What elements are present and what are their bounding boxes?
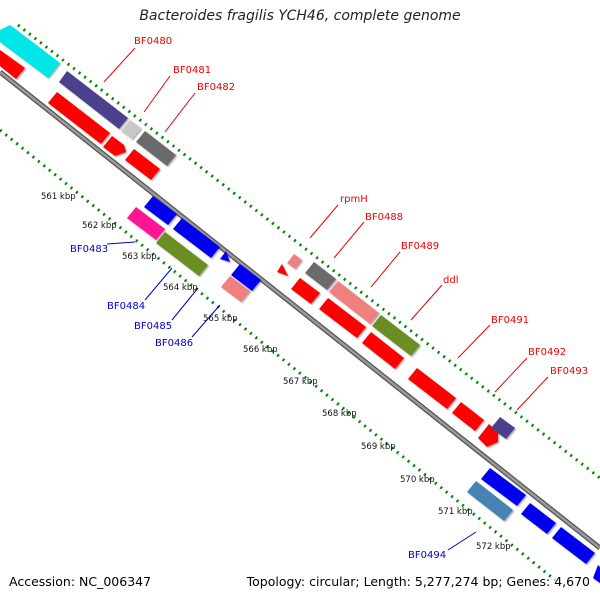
feature-ddl-block	[372, 315, 420, 356]
feature-red-outer-6	[362, 332, 404, 369]
gene-label-bf0486: BF0486	[155, 338, 193, 349]
tick-label: 563 kbp	[122, 252, 157, 262]
leader-rpmh	[309, 204, 339, 239]
map-title: Bacteroides fragilis YCH46, complete gen…	[139, 8, 461, 24]
gene-label-rpmh: rpmH	[340, 194, 368, 205]
tick-label: 568 kbp	[322, 409, 357, 419]
gene-label-bf0494: BF0494	[408, 550, 446, 561]
feature-bf0494-block	[467, 481, 513, 521]
leader-ddl	[410, 284, 443, 321]
topology-text: Topology: circular; Length: 5,277,274 bp…	[246, 574, 590, 589]
leader-bf0494	[447, 531, 477, 551]
leader-bf0489	[370, 251, 401, 288]
feature-red-arrow-2	[478, 424, 498, 447]
feature-blue-4	[481, 468, 526, 506]
feature-bf0484-block	[156, 232, 208, 276]
gene-label-bf0493: BF0493	[550, 366, 588, 377]
leader-bf0481	[143, 75, 171, 113]
feature-blue-2	[173, 218, 220, 258]
tick-label: 572 kbp	[476, 542, 511, 552]
gene-label-ddl: ddl	[443, 275, 458, 286]
leader-bf0484	[144, 267, 173, 301]
feature-red-outer-3	[125, 149, 160, 180]
leader-bf0485	[171, 287, 199, 321]
feature-bf0489-block	[329, 281, 379, 324]
tick-label: 571 kbp	[438, 507, 473, 517]
feature-rpmh-block	[287, 254, 302, 269]
tick-label: 567 kbp	[283, 377, 318, 387]
gene-label-bf0485: BF0485	[134, 321, 172, 332]
gene-label-bf0482: BF0482	[197, 82, 235, 93]
feature-bf0480-block	[59, 71, 128, 129]
tick-label: 564 kbp	[163, 283, 198, 293]
feature-red-outer-1	[0, 50, 25, 79]
feature-blue-1	[144, 196, 177, 225]
feature-red-outer-5	[319, 298, 366, 338]
tick-label: 561 kbp	[41, 192, 76, 202]
genome-backbone-highlight	[0, 71, 600, 549]
feature-blue-arrow-3	[220, 251, 230, 262]
gene-label-bf0484: BF0484	[107, 301, 145, 312]
tick-label: 566 kbp	[243, 345, 278, 355]
feature-red-outer-4	[291, 278, 320, 304]
feature-cyan	[0, 25, 60, 78]
leader-bf0493	[516, 376, 549, 411]
gene-label-bf0488: BF0488	[365, 212, 403, 223]
feature-bf0486-block	[221, 276, 250, 302]
feature-blue-6	[552, 527, 595, 564]
leader-bf0483	[106, 241, 136, 245]
accession-text: Accession: NC_006347	[9, 574, 152, 589]
feature-blue-5	[521, 503, 556, 534]
gene-label-bf0489: BF0489	[401, 241, 439, 252]
leader-bf0492	[494, 357, 528, 393]
gene-label-bf0483: BF0483	[70, 244, 108, 255]
gene-label-bf0491: BF0491	[491, 315, 529, 326]
tick-label: 562 kbp	[82, 221, 117, 231]
feature-bf0488-block	[305, 262, 336, 290]
leader-bf0486	[191, 304, 221, 338]
feature-bf0493-block	[491, 417, 515, 439]
feature-bf0481-block	[121, 120, 141, 139]
feature-bf0482-block	[136, 131, 176, 166]
feature-bf0485-block	[231, 264, 261, 291]
feature-bf0483-block	[127, 207, 165, 240]
gene-label-bf0480: BF0480	[134, 36, 172, 47]
leader-bf0480	[103, 47, 136, 83]
feature-red-outer-8	[452, 402, 484, 431]
tick-label: 565 kbp	[203, 314, 238, 324]
feature-red-outer-2	[48, 92, 110, 144]
tick-label: 570 kbp	[400, 475, 435, 485]
leader-bf0488	[333, 221, 365, 259]
feature-red-arrow-1	[103, 136, 126, 156]
feature-red-small	[277, 264, 288, 276]
tick-label: 569 kbp	[361, 442, 396, 452]
gene-label-bf0492: BF0492	[528, 347, 566, 358]
leader-bf0491	[457, 324, 491, 359]
leader-bf0482	[164, 92, 196, 133]
gene-label-bf0481: BF0481	[173, 65, 211, 76]
feature-red-outer-7	[408, 368, 456, 409]
inner-dotted-guide	[0, 128, 556, 582]
feature-blue-7	[593, 565, 600, 583]
